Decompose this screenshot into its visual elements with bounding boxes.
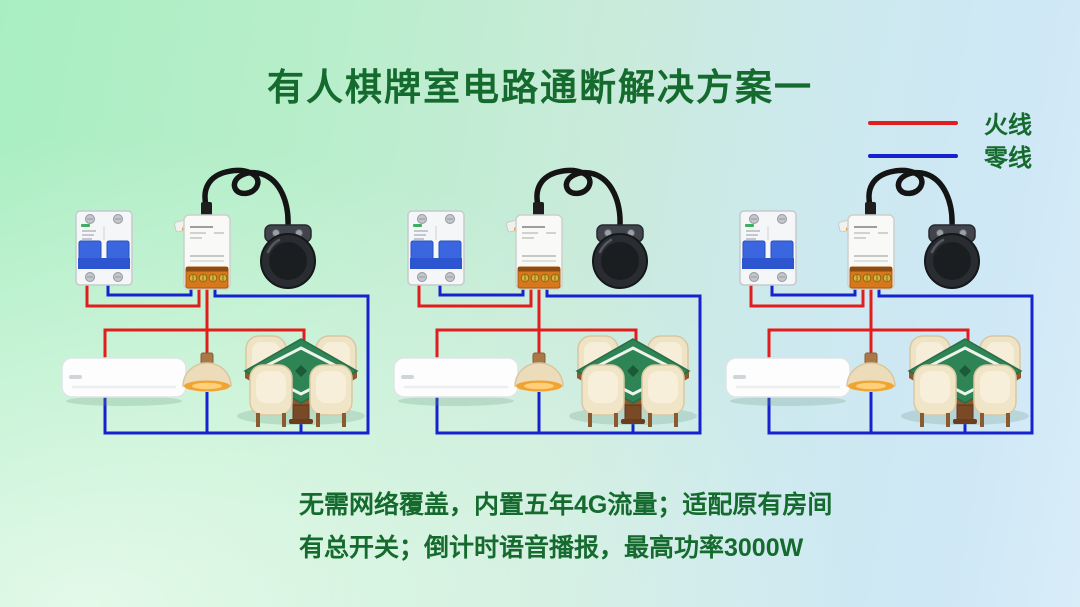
footer-line-1: 无需网络覆盖，内置五年4G流量；适配原有房间 <box>299 491 833 519</box>
neutral-wire-swatch <box>868 153 958 158</box>
wire-legend: 火线 零线 <box>868 106 1032 172</box>
legend-item-live: 火线 <box>868 106 1032 139</box>
footer-text: 无需网络覆盖，内置五年4G流量；适配原有房间 有总开关；倒计时语音播报，最高功率… <box>299 484 832 570</box>
room-circuit-1 <box>62 170 368 433</box>
footer-line-2: 有总开关；倒计时语音播报，最高功率3000W <box>299 534 804 562</box>
neutral-wire-label: 零线 <box>984 145 1032 172</box>
room-circuit-3 <box>726 170 1032 433</box>
circuit-groups-layer <box>62 170 1032 433</box>
page-title: 有人棋牌室电路通断解决方案一 <box>267 67 813 108</box>
legend-item-neutral: 零线 <box>868 139 1032 172</box>
live-wire-swatch <box>868 120 958 125</box>
live-wire-label: 火线 <box>984 112 1032 139</box>
room-circuit-2 <box>394 170 700 433</box>
